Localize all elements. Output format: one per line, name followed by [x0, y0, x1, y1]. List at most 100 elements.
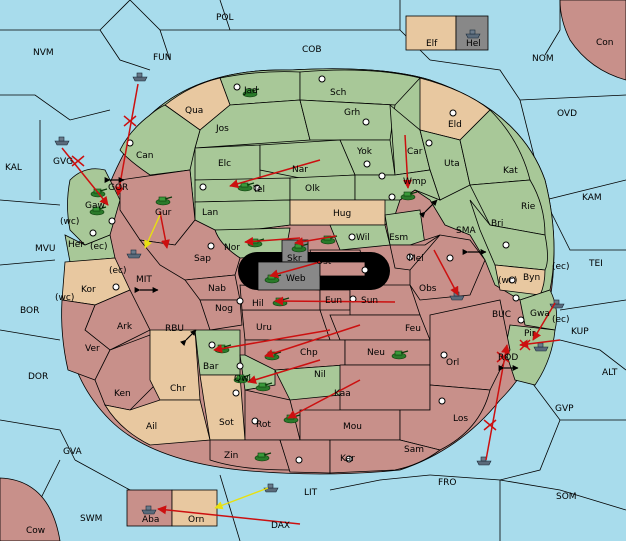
label-cow: Cow [26, 526, 45, 536]
land-labels: Elf Hel Con Jad Sch Qua Jos Grh Eld Can … [26, 38, 614, 536]
label-zin: Zin [224, 451, 238, 461]
sea-mvu: MVU [35, 244, 56, 254]
supply-centers [89, 75, 525, 464]
label-con: Con [596, 38, 614, 48]
label-ec2: (ec) [552, 262, 570, 272]
label-wc1: (wc) [60, 217, 79, 227]
label-bri: Bri [491, 219, 503, 229]
label-neu: Neu [367, 348, 385, 358]
sea-pol: POL [216, 13, 234, 23]
territory-olk[interactable] [289, 174, 356, 201]
label-hel: Hel [466, 39, 481, 49]
label-orn: Orn [188, 515, 204, 525]
sea-kal: KAL [5, 163, 22, 173]
label-gwa: Gwa [530, 309, 550, 319]
label-nor: Nor [224, 243, 240, 253]
territory-kaa[interactable] [339, 364, 431, 411]
label-gur: Gur [155, 208, 172, 218]
territory-her[interactable] [64, 234, 116, 263]
label-mel: Mel [408, 254, 424, 264]
label-lan: Lan [202, 208, 218, 218]
label-mou: Mou [343, 422, 362, 432]
sea-bor: BOR [20, 306, 39, 316]
label-can: Can [136, 151, 154, 161]
label-sap: Sap [194, 254, 211, 264]
label-wmp: Wmp [403, 177, 427, 187]
label-los: Los [453, 414, 468, 424]
label-bar: Bar [203, 362, 219, 372]
label-jad: Jad [243, 86, 258, 96]
territory-uta[interactable] [419, 129, 471, 201]
sea-gva: GVA [63, 447, 83, 457]
label-jos: Jos [215, 124, 229, 134]
label-qua: Qua [185, 106, 203, 116]
label-gaw: Gaw [85, 201, 105, 211]
sea-cob: COB [302, 45, 322, 55]
label-her: Her [68, 240, 84, 250]
label-nog: Nog [215, 304, 233, 314]
label-byn: Byn [523, 273, 540, 283]
sea-labels: POL NVM FUN COB NOM OVD KAL KAM GOR SMA … [5, 13, 618, 531]
sea-fun: FUN [153, 53, 172, 63]
label-wil: Wil [356, 233, 370, 243]
territory-los[interactable] [399, 384, 491, 451]
sea-buc: BUC [492, 310, 511, 320]
territory-sch[interactable] [299, 69, 421, 106]
label-olk: Olk [305, 184, 321, 194]
label-web: Web [286, 274, 306, 284]
label-chr: Chr [170, 384, 186, 394]
label-sun: Sun [361, 296, 378, 306]
territory-grh[interactable] [299, 99, 396, 141]
label-tel: Tel [252, 185, 265, 195]
territory-qua[interactable] [164, 77, 231, 131]
label-hug: Hug [333, 209, 351, 219]
sea-rbu: RBU [165, 324, 184, 334]
territory-neu[interactable] [344, 339, 431, 366]
label-hil: Hil [252, 299, 264, 309]
sea-tei: TEI [588, 259, 603, 269]
sea-kup: KUP [571, 327, 589, 337]
sea-nvm: NVM [33, 48, 54, 58]
move-orders [61, 83, 561, 525]
label-elc: Elc [218, 159, 231, 169]
label-wc3: (wc) [55, 293, 74, 303]
label-sot: Sot [219, 418, 234, 428]
sea-kam: KAM [582, 193, 602, 203]
sea-sma: SMA [456, 226, 476, 236]
label-eld: Eld [448, 120, 462, 130]
territory-sam[interactable] [329, 439, 441, 474]
label-ec1: (ec) [90, 242, 108, 252]
label-nab: Nab [208, 284, 226, 294]
sea-mit: MIT [136, 275, 152, 285]
label-esm: Esm [389, 233, 408, 243]
sea-gor: GOR [108, 183, 128, 193]
territory-jad[interactable] [219, 71, 301, 106]
label-wc2: (wc) [498, 276, 517, 286]
sea-lit: LIT [304, 488, 318, 498]
label-kar: Kar [340, 454, 355, 464]
label-qwi: Qwi [234, 374, 251, 384]
label-ark: Ark [117, 322, 133, 332]
sea-som: SOM [556, 492, 577, 502]
sea-dor: DOR [28, 372, 48, 382]
label-ec4: (ec) [552, 315, 570, 325]
label-ec3: (ec) [109, 266, 127, 276]
label-kat: Kat [503, 166, 518, 176]
support-orders [144, 214, 269, 510]
sea-alt: ALT [602, 368, 618, 378]
territory-mel[interactable] [389, 234, 441, 271]
territory-can[interactable] [119, 104, 201, 176]
territory-nog[interactable] [199, 299, 243, 331]
label-sch: Sch [330, 88, 346, 98]
territory-orn[interactable] [171, 489, 218, 527]
sea-nom: NOM [532, 54, 554, 64]
territory-ver[interactable] [61, 299, 111, 381]
label-yok: Yok [356, 147, 373, 157]
sea-fro: FRO [438, 478, 457, 488]
territory-ail[interactable] [104, 399, 211, 446]
territory-con[interactable] [559, 0, 626, 81]
label-aba: Aba [142, 515, 159, 525]
label-obs: Obs [419, 284, 437, 294]
sea-dax: DAX [271, 521, 290, 531]
